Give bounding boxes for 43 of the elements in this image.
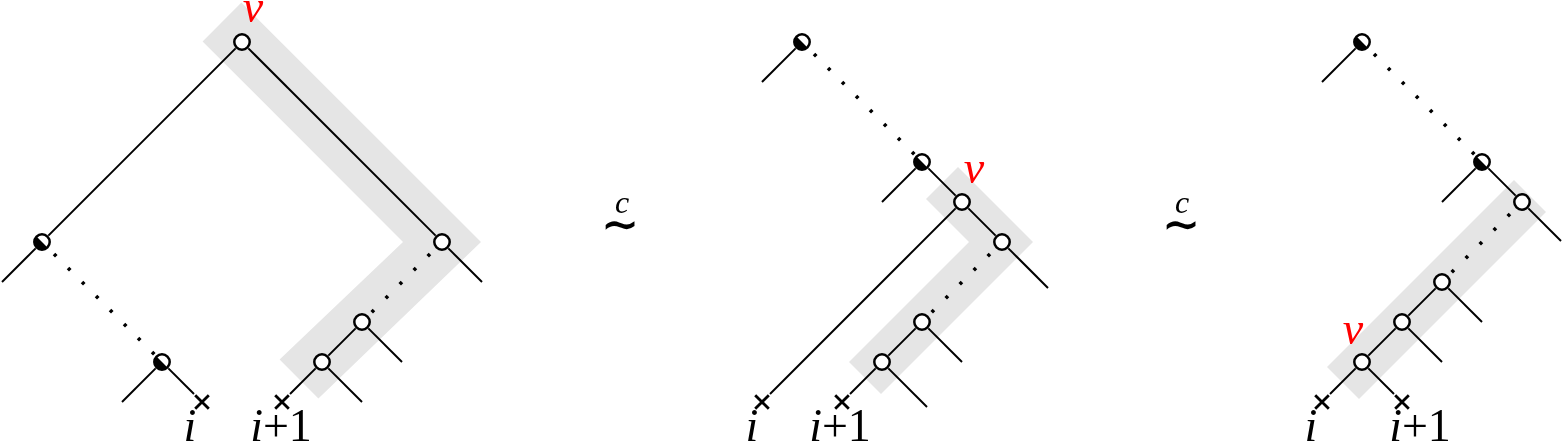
leaf-branch-line (927, 327, 963, 363)
edge-line (849, 367, 877, 395)
edge-line (887, 327, 917, 357)
edge-line (327, 327, 357, 357)
edge-line (1367, 367, 1395, 395)
leaf-branch-line (1441, 167, 1477, 203)
edge-line (927, 167, 957, 197)
leaf-branch-line (881, 167, 917, 203)
edge-line (1329, 367, 1357, 395)
edge-line (1367, 327, 1397, 357)
similarity-symbol: ∼ (1161, 222, 1201, 232)
relation-letter: c (1174, 199, 1190, 214)
edge-line (167, 367, 195, 395)
vertex-label: v (242, 1, 264, 23)
leaf-branch-line (327, 367, 363, 403)
edge-line (769, 207, 957, 395)
leaf-branch-line (1321, 47, 1357, 83)
vertex-label: v (963, 162, 985, 184)
leaf-branch-line (1527, 207, 1562, 242)
leaf-index-label: i+1 (250, 410, 312, 442)
leaf-index-label: i (745, 410, 759, 442)
leaf-branch-line (367, 327, 403, 363)
edge-line (47, 47, 237, 237)
leaf-index-label: i (1304, 410, 1318, 442)
leaf-branch-line (1007, 247, 1049, 289)
leaf-branch-line (121, 367, 157, 403)
leaf-index-label: i (183, 410, 197, 442)
vertex-label: v (1342, 323, 1364, 345)
relation-letter: c (614, 199, 630, 214)
leaf-branch-line (1, 247, 37, 283)
leaf-branch-line (887, 367, 928, 408)
leaf-branch-line (1447, 287, 1483, 323)
leaf-index-label: i+1 (809, 410, 871, 442)
edge-line (1487, 167, 1517, 197)
leaf-index-label: i+1 (1389, 410, 1451, 442)
leaf-branch-line (447, 247, 483, 283)
edge-line (289, 367, 317, 395)
edge-line (1407, 287, 1437, 317)
similarity-symbol: ∼ (600, 222, 640, 232)
leaf-branch-line (761, 47, 797, 83)
edge-line (247, 47, 437, 237)
edge-line (967, 207, 997, 237)
leaf-branch-line (1407, 327, 1443, 363)
